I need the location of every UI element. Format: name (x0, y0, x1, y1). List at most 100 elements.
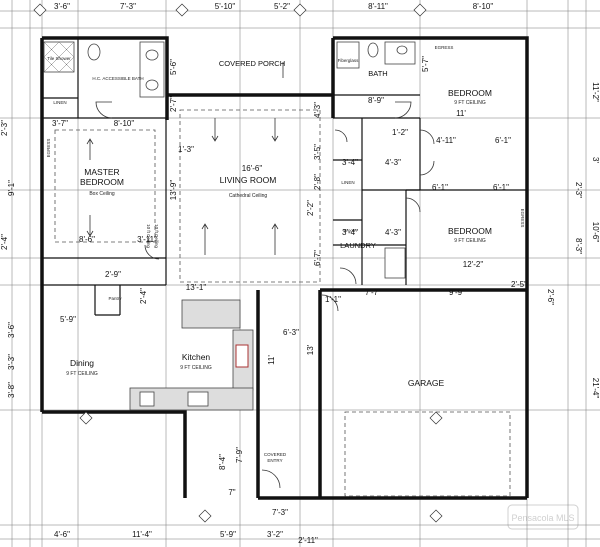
covered-entry-label: COVERED (264, 452, 287, 457)
ceiling-arrows (86, 118, 279, 255)
right-dim-4: 10'-6" (591, 222, 600, 243)
bottom-dim-1: 4'-6" (54, 530, 70, 539)
tile-shower-label: Tile Shower (47, 56, 71, 61)
door-swings (95, 62, 435, 489)
bottom-dim-3: 5'-9" (220, 530, 236, 539)
right-dim-6: 2'-6" (546, 289, 555, 305)
ceiling-note-b: 10 ft Ceiling (154, 224, 159, 248)
fiberglass-label: Fiberglass (338, 58, 360, 63)
dim-1-3: 1'-3" (178, 145, 194, 154)
dim-6-1c: 6'-1" (493, 183, 509, 192)
top-dim-5: 8'-11" (368, 2, 388, 11)
watermark-logo: Pensacola MLS (507, 504, 579, 530)
egress-left-label: EGRESS (46, 139, 51, 158)
dim-8-9: 8'-9" (368, 96, 384, 105)
right-dim-3: 2'-3" (574, 182, 583, 198)
right-dim-5: 8'-3" (574, 238, 583, 254)
master-ceiling-label: Box Ceiling (89, 191, 115, 197)
right-dim-2: 3' (591, 157, 600, 163)
dim-6-7: 6'-7" (313, 250, 322, 266)
dim-4-3a: 4'-3" (313, 102, 322, 118)
top-dim-2: 7'-3" (120, 2, 136, 11)
living-ceiling-label: Cathedral Ceiling (229, 193, 268, 199)
kitchen-label: Kitchen (182, 352, 211, 362)
bedroom-1-ceiling: 9 FT CEILING (454, 100, 486, 106)
bath-label: BATH (368, 69, 387, 78)
dim-3-5: 3'-5" (313, 144, 322, 160)
section-markers (33, 3, 443, 523)
dim-3-4a: 3'-4" (342, 158, 358, 167)
dim-1-2: 1'-2" (392, 128, 408, 137)
dim-6-1b: 6'-1" (432, 183, 448, 192)
dim-8-6: 8'-6" (79, 235, 95, 244)
top-dim-6: 8'-10" (473, 2, 494, 11)
pantry-label: Pantry (108, 296, 122, 301)
dim-13-garage: 13' (306, 344, 315, 355)
porch-label: COVERED PORCH (219, 59, 285, 68)
dim-3-11: 3'-11" (137, 235, 157, 244)
dim-2-5: 2'-5" (511, 280, 527, 289)
covered-entry-label-2: ENTRY (267, 458, 282, 463)
dim-3-7: 3'-7" (52, 119, 68, 128)
dim-12-2: 12'-2" (463, 260, 484, 269)
dim-9-9: 9'-9" (449, 288, 465, 297)
dim-8-4: 8'-4" (218, 454, 227, 470)
bottom-dim-6: 7'-3" (272, 508, 288, 517)
dim-4-3c: 4'-3" (385, 228, 401, 237)
dim-1-1: 1'-1" (325, 295, 341, 304)
dim-16-6: 16'-6" (242, 164, 263, 173)
dim-6-3: 6'-3" (283, 328, 299, 337)
dining-label: Dining (70, 358, 94, 368)
dim-11: 11' (456, 109, 466, 118)
dim-4-3b: 4'-3" (385, 158, 401, 167)
egress-right-label: EGRESS (520, 209, 525, 228)
dim-2-4: 2'-4" (139, 288, 148, 304)
bath-fixtures (43, 41, 416, 279)
broom-label: Broom (343, 228, 357, 233)
kitchen-ceiling: 9 FT CEILING (180, 365, 212, 371)
ceiling-note-a: 10 ft Ceiling (146, 224, 151, 248)
top-dim-1: 3'-6" (54, 2, 70, 11)
dim-13-9: 13'-9" (169, 180, 178, 201)
kitchen-counters (129, 299, 254, 411)
dim-6-1a: 6'-1" (495, 136, 511, 145)
bottom-dim-2: 11'-4" (132, 530, 152, 539)
right-dim-7: 21'-4" (591, 378, 600, 399)
left-dim-6: 3'-8" (7, 382, 16, 398)
hc-bath-label: H.C. ACCESSIBLE BATH (92, 76, 143, 81)
bottom-dim-5: 2'-11" (298, 536, 318, 545)
top-dim-3: 5'-10" (215, 2, 236, 11)
left-dim-2: 9'-1" (7, 180, 16, 196)
linen-label-2: LINEN (341, 180, 354, 185)
top-dim-4: 5'-2" (274, 2, 290, 11)
walls (40, 36, 529, 500)
bottom-dim-4: 3'-2" (267, 530, 283, 539)
dim-4-11: 4'-11" (436, 136, 456, 145)
linen-label-1: LINEN (53, 100, 66, 105)
bedroom-2-ceiling: 9 FT CEILING (454, 238, 486, 244)
dim-2-9: 2'-9" (105, 270, 121, 279)
dim-13-1: 13'-1" (186, 283, 207, 292)
dim-11-kitchen: 11' (267, 355, 276, 365)
dim-3-4b: 3'-4" (342, 228, 358, 237)
left-dim-4: 3'-6" (7, 322, 16, 338)
right-dim-1: 11'-2" (591, 82, 600, 102)
dining-ceiling: 9 FT CEILING (66, 371, 98, 377)
egress-top-label: EGRESS (435, 45, 454, 50)
dim-7-7: 7'-7" (365, 288, 381, 297)
dim-porch-height: 5'-6" (169, 59, 178, 75)
dim-8-10: 8'-10" (114, 119, 135, 128)
left-dim-1: 2'-3" (0, 120, 9, 136)
left-dim-3: 2'-4" (0, 234, 9, 250)
master-bedroom-label-2: BEDROOM (80, 177, 124, 187)
laundry-label: LAUNDRY (340, 241, 376, 250)
dim-bath-right: 5'-7" (421, 56, 430, 72)
svg-text:Pensacola MLS: Pensacola MLS (511, 513, 574, 523)
garage-label: GARAGE (408, 378, 445, 388)
dim-7-9: 7'-9" (235, 447, 244, 463)
living-room-label: LIVING ROOM (220, 175, 277, 185)
dim-2-7: 2'-7" (169, 96, 178, 112)
dim-7in: 7" (228, 488, 235, 497)
master-bedroom-label: MASTER (84, 167, 119, 177)
